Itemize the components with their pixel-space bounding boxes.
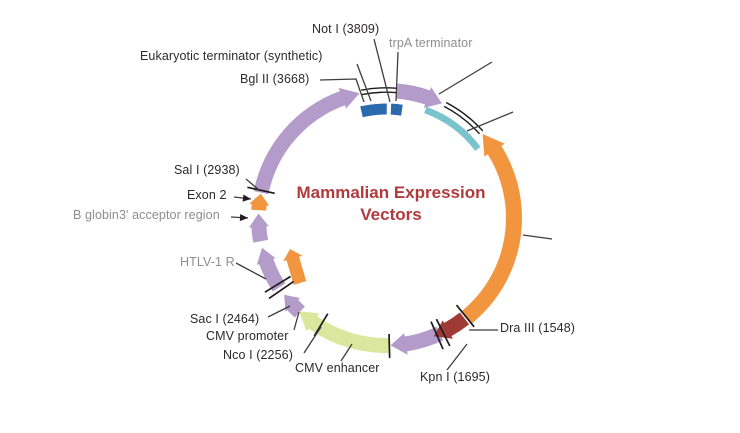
label-not-i: Not I (3809) (312, 22, 380, 36)
leader-line-unlabeled-3 (522, 234, 553, 240)
leader-line-htlv-1-r (235, 262, 267, 280)
feature-kpn-region-arrow (390, 326, 444, 355)
leader-line-sal-i (245, 178, 260, 191)
diagram-title-line1: Mammalian Expression (296, 183, 486, 202)
label-kpn-i: Kpn I (1695) (420, 370, 490, 384)
leader-line-trpa-terminator (395, 51, 399, 102)
site-tick (264, 275, 291, 293)
site-tick (247, 186, 275, 195)
site-tick (313, 313, 329, 337)
feature-right-side-arc (461, 134, 522, 324)
leader-line-cmv-promoter (293, 311, 300, 331)
label-htlv-1-r: HTLV-1 R (180, 255, 235, 269)
feature-terminator-band-right (390, 103, 403, 116)
feature-b-globin-acceptor-arrow (248, 213, 269, 243)
leader-line-nco-i (303, 326, 322, 354)
feature-cmv-enhancer-arc (299, 311, 390, 353)
label-sal-i: Sal I (2938) (174, 163, 240, 177)
backbone-arc (361, 87, 398, 91)
backbone-arc (443, 105, 481, 135)
feature-expression-cassette-arc (253, 87, 360, 195)
label-b-globin: B globin3' acceptor region (73, 208, 220, 222)
label-cmv-enhancer: CMV enhancer (295, 361, 380, 375)
site-tick (268, 280, 295, 300)
backbone-arc (445, 101, 484, 132)
leader-line-not-i (373, 38, 391, 103)
leader-arrowhead-b-globin (239, 213, 248, 222)
leader-line-kpn-i (446, 343, 468, 371)
feature-exon-2-arrow (249, 193, 270, 211)
feature-htlv-r-arrow (256, 247, 286, 292)
leader-arrowhead-exon-2 (242, 194, 251, 202)
diagram-title-line2: Vectors (360, 204, 422, 224)
leader-line-sac-i (267, 305, 291, 318)
feature-terminator-band-left (360, 103, 387, 118)
feature-terminator-arc-teal (424, 106, 481, 151)
label-eukaryotic-terminator: Eukaryotic terminator (synthetic) (140, 49, 323, 63)
leader-line-bgl-ii (319, 78, 365, 103)
site-tick (455, 304, 475, 328)
leader-line-cmv-enhancer (340, 343, 353, 362)
feature-top-right-arrow (396, 83, 442, 108)
leader-line-unlabeled-1 (438, 61, 493, 95)
label-cmv-promoter: CMV promoter (206, 329, 289, 343)
site-tick (430, 321, 444, 350)
label-trpa-terminator: trpA terminator (389, 36, 473, 50)
feature-inner-promoter-arrow (283, 249, 307, 285)
leader-line-unlabeled-2 (466, 111, 514, 132)
label-sac-i: Sac I (2464) (190, 312, 260, 326)
diagram-title: Mammalian Expression Vectors (261, 182, 521, 225)
label-nco-i: Nco I (2256) (223, 348, 293, 362)
label-exon-2: Exon 2 (187, 188, 227, 202)
leader-line-eukaryotic-terminator (356, 63, 372, 102)
label-bgl-ii: Bgl II (3668) (240, 72, 310, 86)
site-tick (388, 333, 391, 358)
label-dra-iii: Dra III (1548) (500, 321, 576, 335)
site-tick (435, 318, 451, 347)
